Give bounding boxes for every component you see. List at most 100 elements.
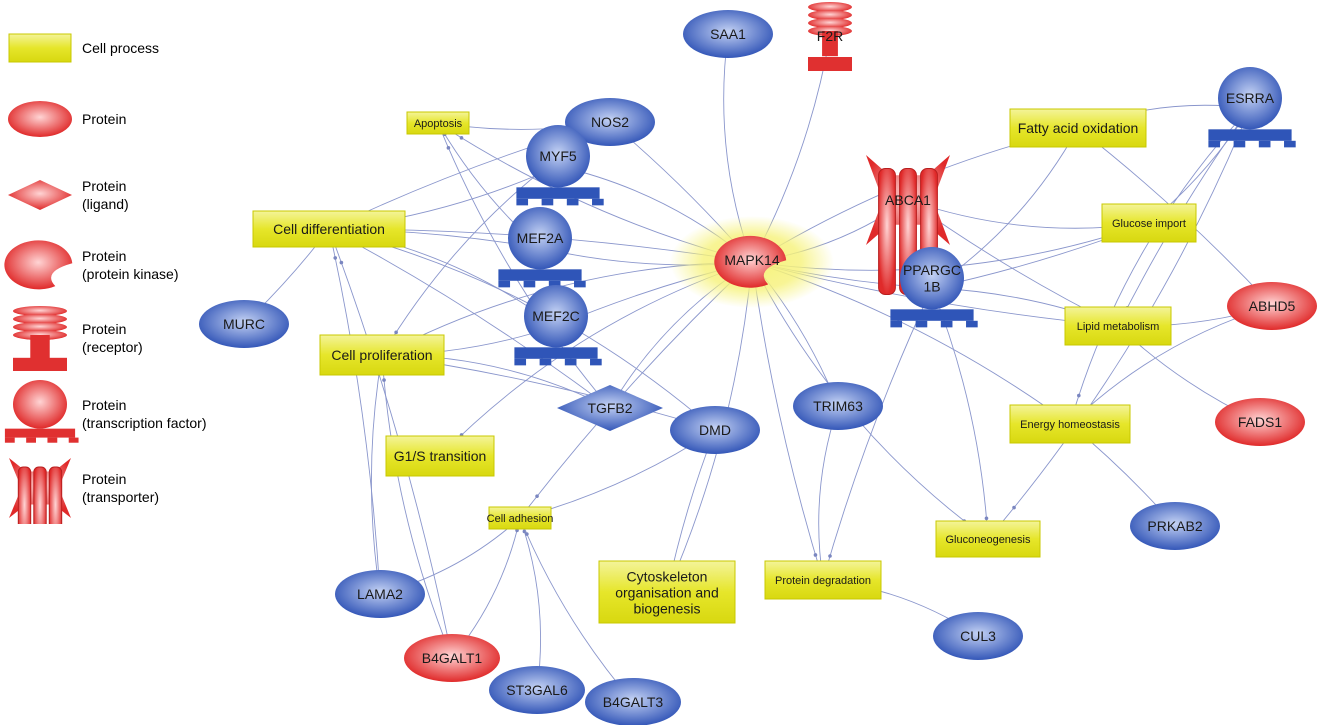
node-mapk14[interactable]: MAPK14 (670, 216, 834, 308)
node-label: ABCA1 (885, 192, 931, 208)
legend-item-protein: Protein (0, 85, 240, 155)
node-label: G1/S transition (394, 448, 487, 464)
node-label: FADS1 (1238, 414, 1283, 430)
receptor-icon (13, 306, 67, 371)
node-label: CUL3 (960, 628, 996, 644)
node-label: TRIM63 (813, 398, 863, 414)
node-glucimp[interactable]: Glucose import (1101, 203, 1197, 243)
node-label: SAA1 (710, 26, 746, 42)
node-label: LAMA2 (357, 586, 403, 602)
node-st3gal6[interactable]: ST3GAL6 (489, 666, 585, 714)
node-label: ST3GAL6 (506, 682, 568, 698)
edge-lama2-to-cellprol (370, 354, 383, 595)
edge-arrowhead (828, 554, 832, 558)
tf-icon (4, 380, 79, 443)
node-b4galt1[interactable]: B4GALT1 (404, 634, 500, 682)
edge-ppargc1b-to-protdeg (822, 287, 933, 581)
node-mef2c[interactable]: MEF2C (514, 285, 602, 366)
node-label: ESRRA (1226, 90, 1275, 106)
edge-arrowhead (394, 330, 398, 335)
node-label: Cell differentiation (273, 221, 385, 237)
node-tgfb2[interactable]: TGFB2 (557, 385, 663, 431)
node-label: Fatty acid oxidation (1018, 120, 1139, 136)
legend-label: Protein (transcription factor) (82, 397, 207, 431)
edge-arrowhead (459, 136, 464, 140)
node-apoptosis[interactable]: Apoptosis (406, 111, 470, 135)
node-cellprol[interactable]: Cell proliferation (319, 334, 445, 376)
legend-label: Cell process (82, 40, 160, 56)
node-cul3[interactable]: CUL3 (933, 612, 1023, 660)
node-label: Protein degradation (775, 575, 871, 587)
node-trim63[interactable]: TRIM63 (793, 382, 883, 430)
node-f2r[interactable]: F2R (808, 2, 852, 71)
edge-arrowhead (333, 256, 338, 260)
node-g1s[interactable]: G1/S transition (385, 435, 495, 477)
edge-arrowhead (1077, 393, 1081, 398)
legend-label: Protein (receptor) (82, 321, 143, 355)
node-label: B4GALT3 (603, 694, 664, 710)
transporter-icon (9, 458, 71, 524)
node-protdeg[interactable]: Protein degradation (764, 560, 882, 600)
node-murc[interactable]: MURC (199, 300, 289, 348)
node-dmd[interactable]: DMD (670, 406, 760, 454)
ligand-icon (8, 180, 72, 210)
node-mef2a[interactable]: MEF2A (498, 207, 586, 288)
edge-arrowhead (525, 532, 529, 536)
node-fads1[interactable]: FADS1 (1215, 398, 1305, 446)
node-abhd5[interactable]: ABHD5 (1227, 282, 1317, 330)
node-label: MEF2A (517, 230, 564, 246)
legend-label: Protein (transporter) (82, 471, 160, 505)
edge-arrowhead (446, 146, 451, 150)
edge-arrowhead (535, 494, 539, 498)
legend-item-tf: Protein (transcription factor) (0, 380, 240, 450)
node-label: TGFB2 (587, 400, 632, 416)
node-label: DMD (699, 422, 731, 438)
node-lama2[interactable]: LAMA2 (335, 570, 425, 618)
kinase-icon (4, 240, 73, 290)
node-lipidmet[interactable]: Lipid metabolism (1064, 306, 1172, 346)
node-label: B4GALT1 (422, 650, 483, 666)
legend-item-receptor: Protein (receptor) (0, 304, 240, 374)
node-label: MYF5 (539, 148, 577, 164)
node-energyh[interactable]: Energy homeostasis (1009, 404, 1131, 444)
node-label: Cell adhesion (487, 513, 554, 525)
node-label: MURC (223, 316, 265, 332)
edge-st3gal6-to-celladh (519, 517, 542, 691)
legend-item-transporter: Protein (transporter) (0, 454, 240, 524)
legend-item-ligand: Protein (ligand) (0, 161, 240, 231)
node-esrra[interactable]: ESRRA (1208, 67, 1296, 148)
node-b4galt3[interactable]: B4GALT3 (585, 678, 681, 725)
edge-lama2-to-celldiff (328, 228, 381, 595)
node-celldiff[interactable]: Cell differentiation (252, 210, 406, 248)
node-label: NOS2 (591, 114, 629, 130)
edge-arrowhead (339, 260, 344, 265)
node-gluconeo[interactable]: Gluconeogenesis (935, 520, 1041, 558)
legend-label: Protein (protein kinase) (82, 248, 179, 282)
node-saa1[interactable]: SAA1 (683, 10, 773, 58)
edge-arrowhead (1012, 505, 1016, 510)
node-label: Energy homeostasis (1020, 419, 1120, 431)
edge-arrowhead (515, 528, 519, 533)
node-celladh[interactable]: Cell adhesion (487, 506, 554, 530)
node-label: MAPK14 (724, 252, 779, 268)
node-label: Apoptosis (414, 118, 463, 130)
node-fao[interactable]: Fatty acid oxidation (1009, 108, 1147, 148)
node-prkab2[interactable]: PRKAB2 (1130, 502, 1220, 550)
node-nos2[interactable]: NOS2 (565, 98, 655, 146)
node-label: Glucose import (1112, 218, 1186, 230)
edge-esrra-to-energyh (1069, 107, 1251, 425)
edge-arrowhead (984, 516, 989, 521)
node-label: Gluconeogenesis (945, 534, 1031, 546)
node-myf5[interactable]: MYF5 (516, 125, 604, 206)
edge-tgfb2-to-celldiff (328, 228, 611, 409)
node-label: F2R (817, 28, 843, 44)
node-label: ABHD5 (1249, 298, 1296, 314)
node-label: MEF2C (532, 308, 579, 324)
